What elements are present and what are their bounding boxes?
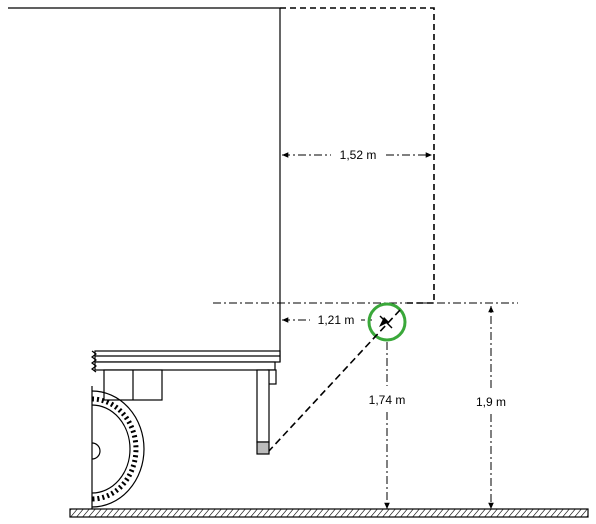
wheel-tread: [91, 396, 139, 502]
circled-pivot-icon: [367, 302, 407, 342]
dim-height-pivot: 1,74 m: [369, 342, 406, 509]
tail-lift-foot: [256, 441, 270, 455]
chassis-rail: [94, 361, 276, 371]
truck-body: [8, 7, 281, 362]
dim-width-upper-label: 1,52 m: [340, 148, 377, 162]
pivot-ring: [367, 302, 407, 342]
swing-path-line: [267, 309, 401, 453]
ground: [69, 508, 589, 518]
door-envelope: [280, 7, 435, 304]
wheel-hub: [91, 442, 101, 460]
wheel-rim: [91, 404, 131, 494]
rear-wheel: [91, 386, 145, 509]
wheel-tire-outer: [91, 390, 145, 508]
dim-height-total-label: 1,9 m: [476, 395, 506, 409]
dim-offset-lower: 1,21 m: [282, 313, 374, 327]
pivot-cross: [379, 315, 393, 329]
dim-width-upper: 1,52 m: [282, 148, 432, 162]
pivot-triangle: [379, 317, 389, 327]
chassis: [91, 350, 281, 401]
chassis-break-mark: [91, 350, 97, 373]
tail-lift-column: [256, 369, 270, 443]
dim-height-pivot-label: 1,74 m: [369, 393, 406, 407]
dim-offset-lower-label: 1,21 m: [318, 313, 355, 327]
dim-height-total: 1,9 m: [476, 306, 506, 509]
ground-hatch: [69, 508, 589, 518]
door-envelope-outline: [280, 7, 435, 304]
tail-lift-post: [256, 369, 270, 455]
